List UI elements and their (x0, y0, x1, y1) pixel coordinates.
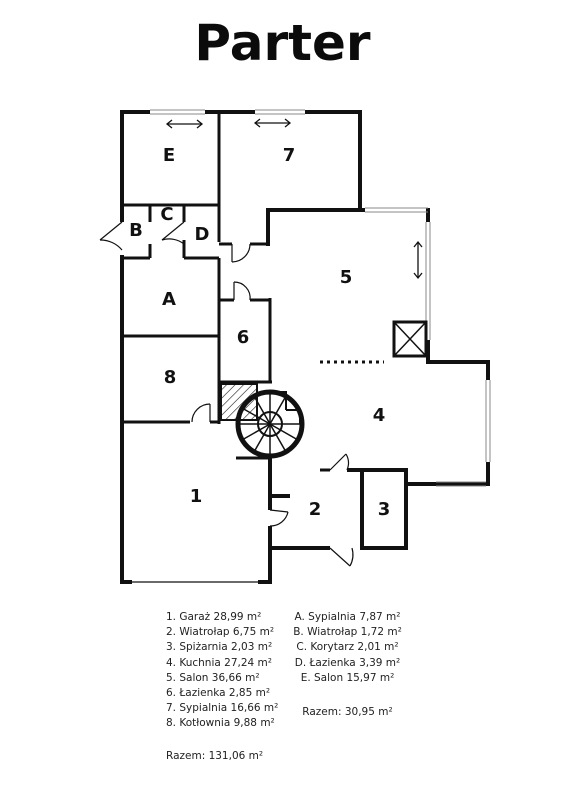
room-label-8: 8 (164, 367, 177, 388)
legend-item: 4. Kuchnia 27,24 m² (166, 656, 272, 669)
room-label-B: B (129, 220, 143, 241)
legend-item: 2. Wiatrołap 6,75 m² (166, 626, 275, 639)
legend-item: 6. Łazienka 2,85 m² (166, 686, 271, 699)
floor-plan: E 7 C B D 5 A 6 8 4 1 2 3 (99, 109, 491, 584)
sliding-arrows (165, 118, 423, 280)
legend-item: 5. Salon 36,66 m² (166, 671, 260, 684)
room-label-A: A (162, 289, 176, 310)
room-label-C: C (160, 204, 173, 225)
legend-item: 8. Kotłownia 9,88 m² (166, 717, 275, 730)
outer-walls (120, 110, 490, 584)
room-label-7: 7 (283, 145, 296, 166)
room-label-2: 2 (309, 499, 322, 520)
legend-item: B. Wiatrołap 1,72 m² (293, 626, 402, 639)
room-label-6: 6 (237, 327, 250, 348)
legend-item: 7. Sypialnia 16,66 m² (166, 702, 279, 715)
windows (150, 109, 491, 487)
door-swings (99, 221, 354, 567)
room-label-3: 3 (378, 499, 391, 520)
total-main-rooms: Razem: 131,06 m² (166, 750, 264, 762)
legend-letter-rooms: A. Sypialnia 7,87 m² B. Wiatrołap 1,72 m… (290, 610, 405, 686)
spiral-staircase (235, 389, 305, 459)
room-label-D: D (195, 224, 210, 245)
legend-item: A. Sypialnia 7,87 m² (294, 611, 401, 623)
chimney (392, 320, 428, 358)
interior-walls (122, 110, 330, 472)
room-label-5: 5 (340, 267, 353, 288)
room-label-1: 1 (190, 486, 203, 507)
legend-item: D. Łazienka 3,39 m² (294, 656, 401, 669)
legend-item: C. Korytarz 2,01 m² (296, 641, 399, 654)
legend-main-rooms: 1. Garaż 28,99 m² 2. Wiatrołap 6,75 m² 3… (166, 610, 278, 732)
total-letter-rooms: Razem: 30,95 m² (302, 706, 393, 718)
page-title: Parter (194, 14, 371, 72)
legend-item: 3. Spiżarnia 2,03 m² (166, 641, 273, 654)
room-label-4: 4 (373, 405, 386, 426)
room-label-E: E (163, 145, 175, 166)
legend-item: 1. Garaż 28,99 m² (166, 611, 262, 623)
legend-item: E. Salon 15,97 m² (300, 671, 395, 684)
